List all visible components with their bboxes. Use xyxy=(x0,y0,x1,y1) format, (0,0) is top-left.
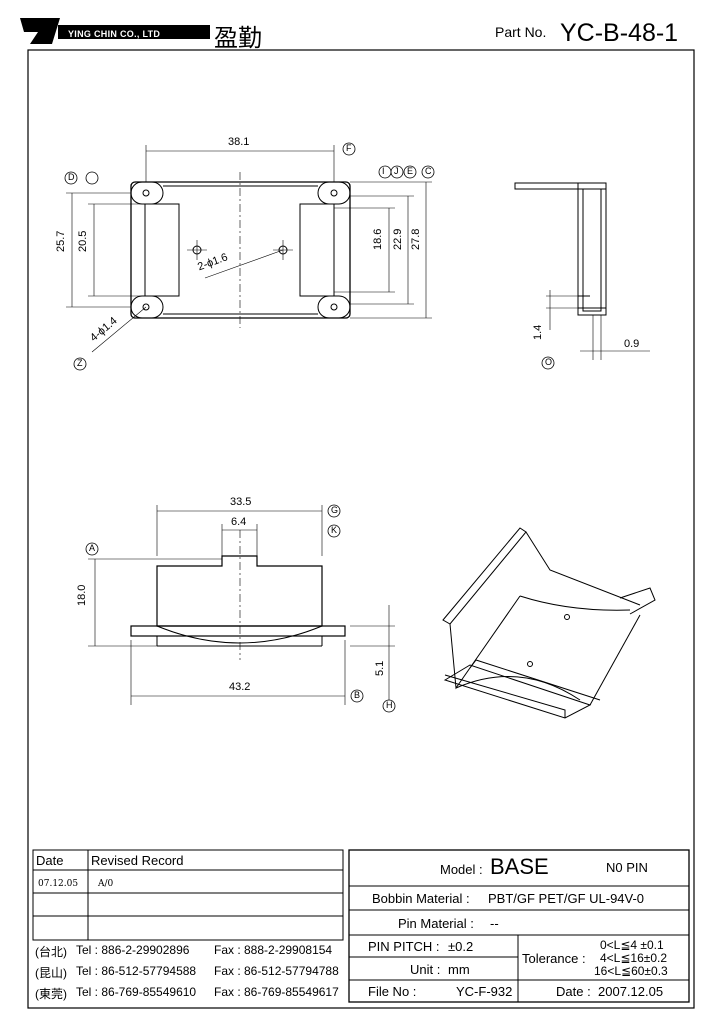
marker-label: J xyxy=(394,166,399,176)
pin-pitch-value: ±0.2 xyxy=(448,939,474,954)
sheet-frame xyxy=(27,49,695,1009)
dim-front-height: 18.0 xyxy=(76,584,88,606)
dim-notch: 6.4 xyxy=(231,516,247,528)
contact-fax: Fax : 86-512-57794788 xyxy=(214,964,339,978)
contact-fax: Fax : 86-769-85549617 xyxy=(214,985,339,999)
dim-side-a: 1.4 xyxy=(532,324,544,340)
pin-status: N0 PIN xyxy=(606,860,648,875)
model-value: BASE xyxy=(490,854,549,879)
marker-label: B xyxy=(354,690,361,700)
contact-location: (昆山) xyxy=(35,966,67,980)
company-name: YING CHIN CO., LTD xyxy=(68,29,161,39)
side-view xyxy=(514,182,650,370)
dim-height-mid: 22.9 xyxy=(392,228,404,250)
tolerance-row: 0<L≦4 ±0.1 xyxy=(600,938,664,952)
front-view xyxy=(88,505,395,705)
dim-slot-height: 18.6 xyxy=(372,228,384,250)
contact-tel: Tel : 886-2-29902896 xyxy=(76,943,190,957)
file-no-value: YC-F-932 xyxy=(456,984,513,999)
dim-width-base: 43.2 xyxy=(229,681,251,693)
marker-label: A xyxy=(89,543,96,553)
contact-location: (台北) xyxy=(35,945,67,959)
unit-label: Unit : xyxy=(410,962,441,977)
record-row-record: A/0 xyxy=(98,879,114,889)
part-no-label: Part No. xyxy=(495,24,547,40)
tolerance-row: 4<L≦16±0.2 xyxy=(600,951,668,965)
marker-label: H xyxy=(386,700,393,710)
dim-width-inner: 20.5 xyxy=(77,230,89,252)
bobbin-material-label: Bobbin Material : xyxy=(372,891,470,906)
contact-tel: Tel : 86-512-57794588 xyxy=(76,964,197,978)
pin-pitch-label: PIN PITCH : xyxy=(368,939,440,954)
date-label: Date : xyxy=(556,984,591,999)
company-logo xyxy=(20,18,210,44)
unit-value: mm xyxy=(448,962,470,977)
record-table-grid xyxy=(32,849,344,941)
company-name-cn: 盈勤 xyxy=(214,24,262,52)
tolerance-label: Tolerance : xyxy=(522,951,586,966)
dim-width-top: 33.5 xyxy=(230,496,252,508)
marker-label: O xyxy=(545,357,553,367)
record-row-date: 07.12.05 xyxy=(38,879,79,889)
dim-height-total: 27.8 xyxy=(410,228,422,250)
date-value: 2007.12.05 xyxy=(598,984,664,999)
dim-side-b: 0.9 xyxy=(624,338,640,350)
marker-label: E xyxy=(407,166,414,176)
marker-label: G xyxy=(331,505,339,515)
dim-width-outer: 25.7 xyxy=(55,230,67,252)
marker-label: F xyxy=(346,143,352,153)
spec-table-grid xyxy=(348,849,690,1003)
marker-label: D xyxy=(68,172,75,182)
marker-label: K xyxy=(331,525,338,535)
record-header-revision: Revised Record xyxy=(91,853,184,868)
contact-fax: Fax : 888-2-29908154 xyxy=(214,943,333,957)
top-view-markers xyxy=(64,142,435,371)
file-no-label: File No : xyxy=(368,984,417,999)
record-header-date: Date xyxy=(36,853,64,868)
isometric-view xyxy=(442,527,656,719)
contact-tel: Tel : 86-769-85549610 xyxy=(76,985,197,999)
marker-label: C xyxy=(425,166,432,176)
dim-base-height: 5.1 xyxy=(374,660,386,676)
marker-label: Z xyxy=(77,358,83,368)
pin-material-value: -- xyxy=(490,916,499,931)
tolerance-row: 16<L≦60±0.3 xyxy=(594,964,668,978)
dim-length: 38.1 xyxy=(228,136,250,148)
part-number: YC-B-48-1 xyxy=(560,19,679,47)
pin-material-label: Pin Material : xyxy=(398,916,474,931)
bobbin-material-value: PBT/GF PET/GF UL-94V-0 xyxy=(488,891,645,906)
top-view xyxy=(66,145,432,353)
marker-label: I xyxy=(382,166,385,176)
model-label: Model : xyxy=(440,862,483,877)
front-view-markers xyxy=(85,504,396,713)
contact-location: (東莞) xyxy=(35,987,67,1001)
